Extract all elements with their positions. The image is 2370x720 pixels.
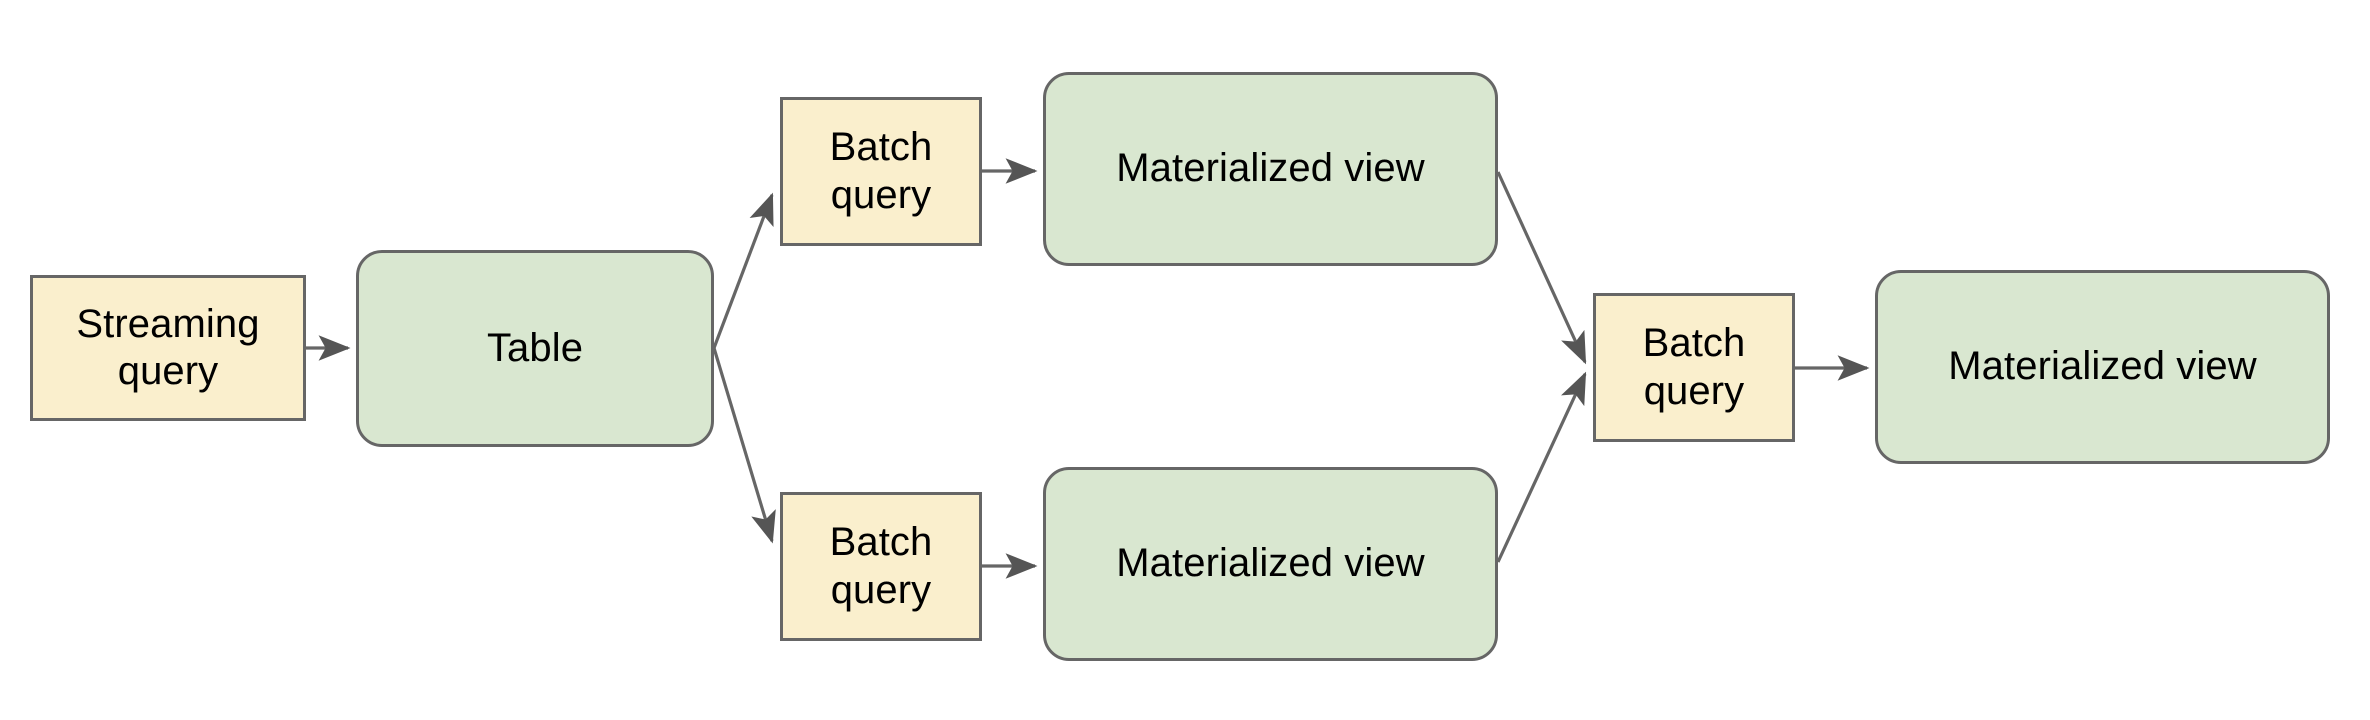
node-table[interactable]: Table <box>356 250 714 447</box>
node-batch-query-bottom[interactable]: Batch query <box>780 492 982 641</box>
node-materialized-view-final[interactable]: Materialized view <box>1875 270 2330 464</box>
node-batch-query-join[interactable]: Batch query <box>1593 293 1795 442</box>
node-label-materialized-view-final: Materialized view <box>1948 344 2257 389</box>
edge-table-to-batch-top <box>712 192 774 349</box>
node-batch-query-top[interactable]: Batch query <box>780 97 982 246</box>
node-label-materialized-view-top: Materialized view <box>1116 146 1425 191</box>
node-label-table: Table <box>486 325 584 370</box>
edge-mv-top-to-batch-join <box>1496 171 1587 365</box>
node-materialized-view-top[interactable]: Materialized view <box>1043 72 1498 266</box>
node-label-batch-query-bottom: Batch query <box>829 520 933 612</box>
node-label-batch-query-top: Batch query <box>829 125 933 217</box>
edge-mv-bottom-to-batch-join <box>1496 371 1587 563</box>
node-label-materialized-view-bottom: Materialized view <box>1116 541 1425 586</box>
node-materialized-view-bottom[interactable]: Materialized view <box>1043 467 1498 661</box>
node-streaming-query[interactable]: Streaming query <box>30 275 306 421</box>
node-label-streaming-query: Streaming query <box>76 301 260 393</box>
edge-table-to-batch-bottom <box>712 347 776 544</box>
node-label-batch-query-join: Batch query <box>1642 321 1746 413</box>
